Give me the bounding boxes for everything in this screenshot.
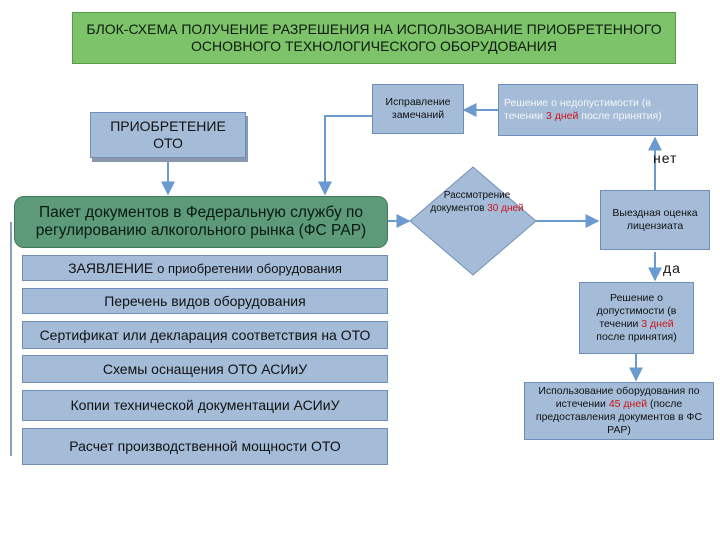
doc-certificate: Сертификат или декларация соответствия н… [22, 321, 388, 349]
doc-tech-docs: Копии технической документации АСИиУ [22, 390, 388, 421]
doc-schemes: Схемы оснащения ОТО АСИиУ [22, 355, 388, 383]
doc-capacity: Расчет производственной мощности ОТО [22, 428, 388, 465]
usage-label: Использование оборудования по истечении … [535, 385, 703, 436]
doc-equipment-list-label: Перечень видов оборудования [104, 292, 306, 309]
usage-box: Использование оборудования по истечении … [524, 382, 714, 440]
review-label: Рассмотрение документов 30 дней [430, 190, 524, 214]
arrow-corrections-to-package [318, 115, 372, 196]
package-box: Пакет документов в Федеральную службу по… [14, 196, 388, 248]
doc-equipment-list: Перечень видов оборудования [22, 288, 388, 314]
diagram-title: БЛОК-СХЕМА ПОЛУЧЕНИЕ РАЗРЕШЕНИЯ НА ИСПОЛ… [72, 12, 676, 64]
doc-schemes-label: Схемы оснащения ОТО АСИиУ [102, 360, 308, 377]
review-diamond [409, 166, 537, 276]
inspection-label: Выездная оценка лицензиата [612, 207, 698, 232]
doc-certificate-label: Сертификат или декларация соответствия н… [39, 326, 371, 343]
package-label: Пакет документов в Федеральную службу по… [35, 204, 367, 239]
doc-capacity-label: Расчет производственной мощности ОТО [69, 438, 341, 454]
inspection-box: Выездная оценка лицензиата [600, 190, 710, 250]
label-no: нет [653, 150, 678, 166]
admission-label: Решение о допустимости (в течении 3 дней… [596, 292, 677, 343]
rejection-label: Решение о недопустимости (в течении 3 дн… [504, 97, 662, 122]
doc-application-label: ЗАЯВЛЕНИЕ о приобретении оборудования [68, 259, 342, 276]
corrections-label: Исправление замечаний [385, 96, 451, 121]
rejection-box: Решение о недопустимости (в течении 3 дн… [498, 84, 698, 136]
admission-box: Решение о допустимости (в течении 3 дней… [579, 282, 694, 354]
acquisition-box: ПРИОБРЕТЕНИЕ ОТО [90, 112, 246, 158]
label-yes: да [663, 260, 681, 276]
acquisition-label: ПРИОБРЕТЕНИЕ ОТО [110, 118, 226, 151]
doc-tech-docs-label: Копии технической документации АСИиУ [70, 397, 340, 413]
corrections-box: Исправление замечаний [372, 84, 464, 134]
doc-application: ЗАЯВЛЕНИЕ о приобретении оборудования [22, 255, 388, 281]
